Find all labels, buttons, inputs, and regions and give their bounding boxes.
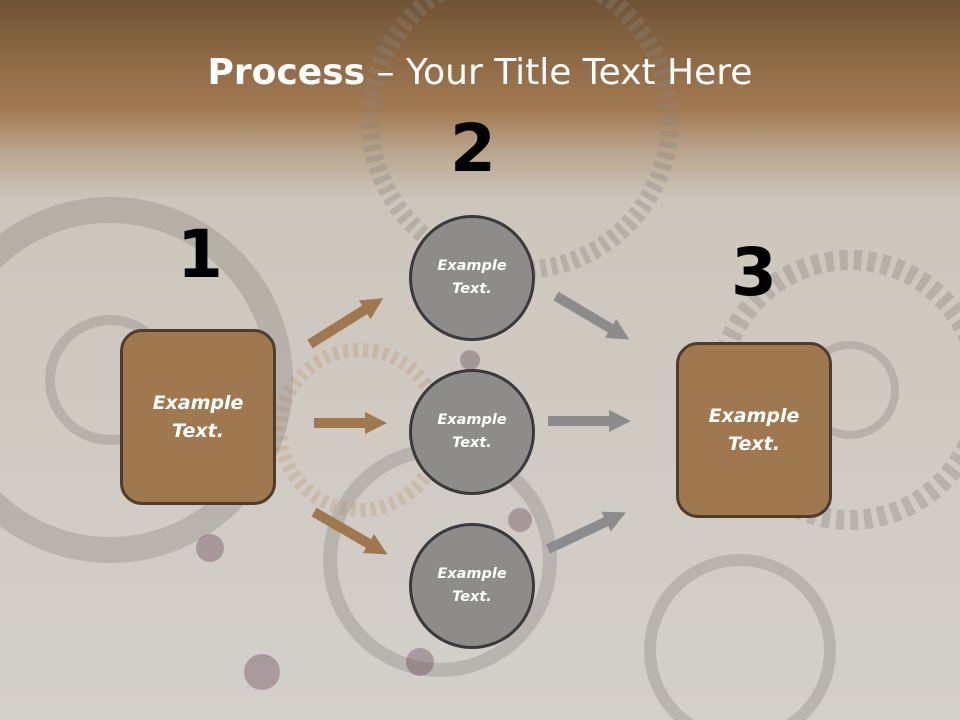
circle-top-line1: Example	[437, 257, 507, 274]
step-number-3: 3	[731, 234, 777, 311]
left-box-line1: Example	[152, 391, 244, 414]
jewel-5	[406, 648, 434, 676]
circle-bottom-line1: Example	[437, 565, 507, 582]
circle-top-line2: Text.	[452, 281, 492, 297]
process-box-left: Example Text.	[120, 329, 276, 505]
circle-bottom-line2: Text.	[452, 589, 492, 605]
process-circle-middle: Example Text.	[409, 369, 535, 495]
gear-bottom-right	[644, 554, 836, 720]
process-box-right: Example Text.	[676, 342, 832, 518]
step-number-1: 1	[177, 216, 223, 293]
process-box-left-text: Example Text.	[143, 389, 253, 446]
circle-bottom-text: Example Text.	[432, 563, 512, 609]
circle-middle-text: Example Text.	[432, 409, 512, 455]
process-box-right-text: Example Text.	[699, 402, 809, 459]
right-box-line1: Example	[708, 404, 800, 427]
slide-title: Process – Your Title Text Here	[0, 52, 960, 93]
jewel-1	[196, 534, 224, 562]
process-circle-top: Example Text.	[409, 215, 535, 341]
circle-top-text: Example Text.	[432, 255, 512, 301]
title-rest: – Your Title Text Here	[365, 52, 753, 93]
circle-middle-line2: Text.	[452, 435, 492, 451]
jewel-3	[460, 350, 480, 370]
step-number-2: 2	[450, 110, 496, 187]
circle-middle-line1: Example	[437, 411, 507, 428]
jewel-2	[244, 654, 280, 690]
title-bold: Process	[207, 52, 366, 93]
left-box-line2: Text.	[172, 420, 224, 442]
right-box-line2: Text.	[728, 433, 780, 455]
jewel-4	[508, 508, 532, 532]
process-circle-bottom: Example Text.	[409, 523, 535, 649]
large-gear-left	[0, 197, 293, 563]
